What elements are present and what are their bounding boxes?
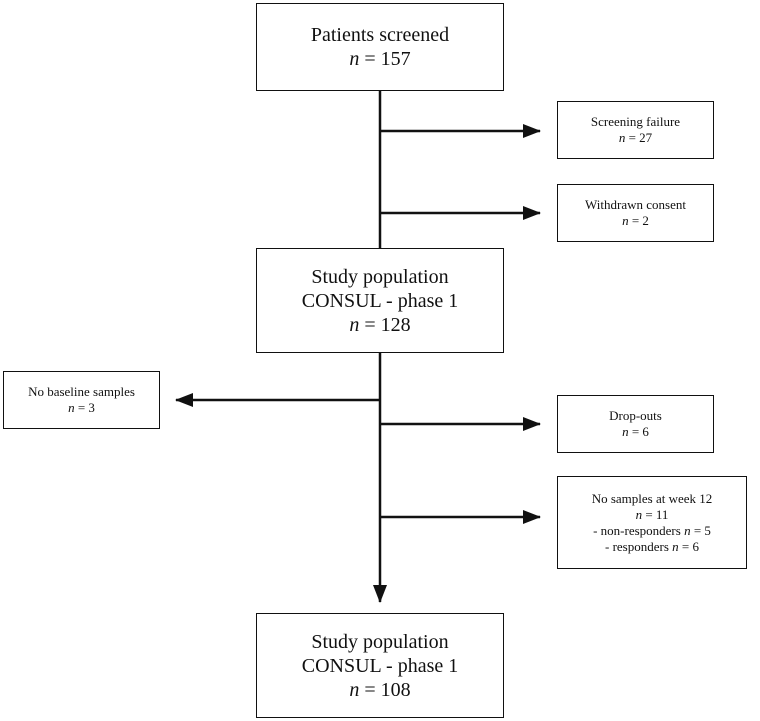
node-count: n = 2 [622,213,649,228]
node-count: n = 108 [349,678,411,701]
node-title: No baseline samples [28,384,135,399]
node-sub-non-responders: - non-responders n = 5 [593,522,711,538]
node-study-population-1: Study population CONSUL - phase 1 n = 12… [256,248,504,353]
node-title-line1: Study population [311,630,449,653]
node-count: n = 3 [68,400,95,415]
node-no-baseline-samples: No baseline samples n = 3 [3,371,160,429]
node-no-samples-week-12: No samples at week 12 n = 11 - non-respo… [557,476,747,569]
node-title-line2: CONSUL - phase 1 [301,289,459,312]
node-title: No samples at week 12 [591,490,713,506]
node-patients-screened: Patients screened n = 157 [256,3,504,91]
node-study-population-2: Study population CONSUL - phase 1 n = 10… [256,613,504,718]
node-title: Withdrawn consent [585,197,686,212]
node-count: n = 6 [622,424,649,439]
node-drop-outs: Drop-outs n = 6 [557,395,714,453]
node-title: Screening failure [590,114,681,129]
node-title: Drop-outs [609,408,662,423]
node-count: n = 11 [635,506,669,522]
node-count: n = 157 [349,48,411,70]
node-sub-responders: - responders n = 6 [605,538,699,554]
node-count: n = 128 [349,313,411,336]
node-count: n = 27 [618,130,653,145]
node-screening-failure: Screening failure n = 27 [557,101,714,159]
node-title: Patients screened [310,24,450,46]
node-withdrawn-consent: Withdrawn consent n = 2 [557,184,714,242]
node-title-line2: CONSUL - phase 1 [301,654,459,677]
node-title-line1: Study population [311,265,449,288]
